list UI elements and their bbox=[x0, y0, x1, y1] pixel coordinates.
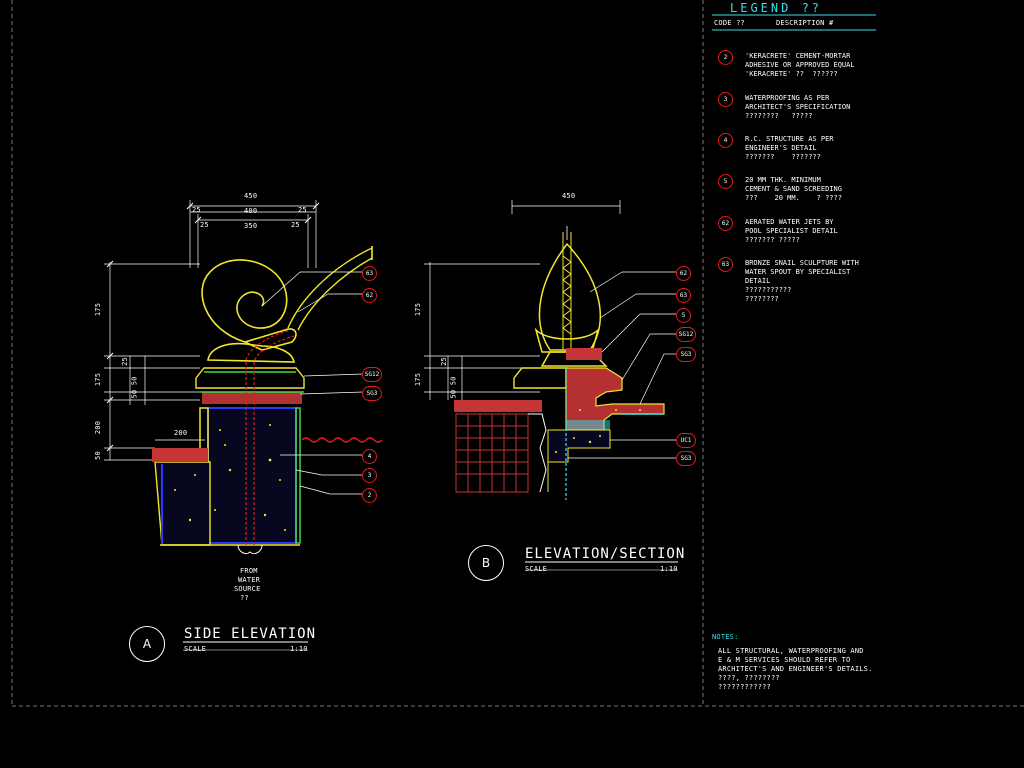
drawing-b-dimensions bbox=[424, 200, 621, 400]
drawing-b-title: ELEVATION/SECTION bbox=[525, 546, 686, 562]
dim-a-25: 25 bbox=[120, 357, 129, 366]
dim-a-50: 50 bbox=[93, 451, 102, 460]
legend-desc-2: 'KERACRETE' CEMENT-MORTAR ADHESIVE OR AP… bbox=[745, 52, 855, 78]
callout-a-sg3: SG3 bbox=[362, 386, 382, 401]
legend-desc-63: BRONZE SNAIL SCULPTURE WITH WATER SPOUT … bbox=[745, 259, 859, 303]
water-pipe-a bbox=[245, 329, 295, 545]
drawing-a-dimensions bbox=[104, 200, 317, 461]
dim-b-450: 450 bbox=[562, 192, 576, 200]
legend-col-desc: DESCRIPTION # bbox=[776, 19, 834, 27]
drawing-a-scale-value: 1:10 bbox=[290, 645, 308, 653]
callout-b-sg3: SG3 bbox=[676, 347, 696, 362]
callout-a-sg12: SG12 bbox=[362, 367, 382, 382]
callout-b-sg3-lower: SG3 bbox=[676, 451, 696, 466]
sheet-border bbox=[11, 0, 1024, 707]
dim-b-5050: 50 50 bbox=[449, 376, 458, 399]
legend-desc-4: R.C. STRUCTURE AS PER ENGINEER'S DETAIL … bbox=[745, 135, 834, 161]
dim-b-175: 175 bbox=[414, 372, 423, 387]
coping-a bbox=[202, 392, 302, 404]
water-jet-b bbox=[562, 232, 572, 350]
legend-desc-62: AERATED WATER JETS BY POOL SPECIALIST DE… bbox=[745, 218, 838, 244]
legend-desc-5: 20 MM THK. MINIMUM CEMENT & SAND SCREEDI… bbox=[745, 176, 842, 202]
source-note-line2: WATER bbox=[238, 576, 261, 584]
legend-title: LEGEND ?? bbox=[730, 1, 823, 15]
drawing-a-id-circle: A bbox=[129, 626, 165, 662]
legend-code-63: 63 bbox=[718, 257, 733, 272]
callout-b-uc1: UC1 bbox=[676, 433, 696, 448]
dim-a-450: 450 bbox=[244, 192, 258, 200]
drawing-a-leaders bbox=[261, 271, 364, 495]
source-note-line1: FROM bbox=[240, 567, 258, 575]
dim-a-350: 350 bbox=[244, 222, 258, 230]
dim-a-25-tr: 25 bbox=[298, 206, 307, 214]
drawing-b-id-circle: B bbox=[468, 545, 504, 581]
notes-line-3: ARCHITECT'S AND ENGINEER'S DETAILS. bbox=[718, 665, 873, 673]
pedestal-cap-a bbox=[195, 367, 305, 389]
dim-a-175-top: 175 bbox=[94, 302, 103, 317]
dim-a-step-200: 200 bbox=[174, 429, 188, 437]
dim-a-175: 175 bbox=[94, 372, 103, 387]
legend-desc-3: WATERPROOFING AS PER ARCHITECT'S SPECIFI… bbox=[745, 94, 851, 120]
drawing-a-scale-label: SCALE bbox=[184, 645, 207, 653]
callout-b-sg12: SG12 bbox=[676, 327, 696, 342]
concrete-fill-b bbox=[555, 409, 641, 453]
callout-a-4: 4 bbox=[362, 449, 377, 464]
pedestal-body-a bbox=[152, 407, 301, 546]
callout-a-62: 62 bbox=[362, 288, 377, 303]
water-line-a bbox=[301, 437, 383, 443]
legend-code-4: 4 bbox=[718, 133, 733, 148]
legend-code-62: 62 bbox=[718, 216, 733, 231]
legend-code-2: 2 bbox=[718, 50, 733, 65]
notes-line-1: ALL STRUCTURAL, WATERPROOFING AND bbox=[718, 647, 864, 655]
callout-a-3: 3 bbox=[362, 468, 377, 483]
callout-a-2: 2 bbox=[362, 488, 377, 503]
dim-a-5050: 50 50 bbox=[130, 376, 139, 399]
coping-b-section bbox=[566, 348, 602, 360]
drawing-b-scale-label: SCALE bbox=[525, 565, 548, 573]
pedestal-cap-b bbox=[513, 367, 567, 389]
callout-b-5: 5 bbox=[676, 308, 691, 323]
dim-b-175-top: 175 bbox=[414, 302, 423, 317]
coping-b bbox=[454, 400, 542, 412]
tiled-wall-b bbox=[455, 413, 529, 493]
source-note-line4: ?? bbox=[240, 594, 249, 602]
dim-a-25-tl: 25 bbox=[192, 206, 201, 214]
notes-title: NOTES: bbox=[712, 633, 739, 641]
callout-a-63: 63 bbox=[362, 266, 377, 281]
concrete-fill-a bbox=[174, 424, 286, 531]
callout-b-63: 63 bbox=[676, 288, 691, 303]
dim-b-25: 25 bbox=[439, 357, 448, 366]
callout-b-62: 62 bbox=[676, 266, 691, 281]
dim-a-25-bl: 25 bbox=[200, 221, 209, 229]
snail-sculpture-a bbox=[201, 246, 373, 363]
notes-line-2: E & M SERVICES SHOULD REFER TO bbox=[718, 656, 851, 664]
dim-a-400: 400 bbox=[244, 207, 258, 215]
dim-a-200: 200 bbox=[94, 420, 103, 435]
drawing-a-title: SIDE ELEVATION bbox=[184, 626, 317, 642]
section-body-b bbox=[547, 368, 664, 500]
legend-col-code: CODE ?? bbox=[714, 19, 745, 27]
notes-line-5: ???????????? bbox=[718, 683, 771, 691]
drawing-a-dim-ticks bbox=[106, 202, 320, 452]
drawing-b-scale-value: 1:10 bbox=[660, 565, 678, 573]
legend-code-3: 3 bbox=[718, 92, 733, 107]
source-note-line3: SOURCE bbox=[234, 585, 261, 593]
drawing-b-leaders bbox=[568, 271, 676, 459]
notes-line-4: ????, ???????? bbox=[718, 674, 780, 682]
legend-code-5: 5 bbox=[718, 174, 733, 189]
dim-a-25-br: 25 bbox=[291, 221, 300, 229]
